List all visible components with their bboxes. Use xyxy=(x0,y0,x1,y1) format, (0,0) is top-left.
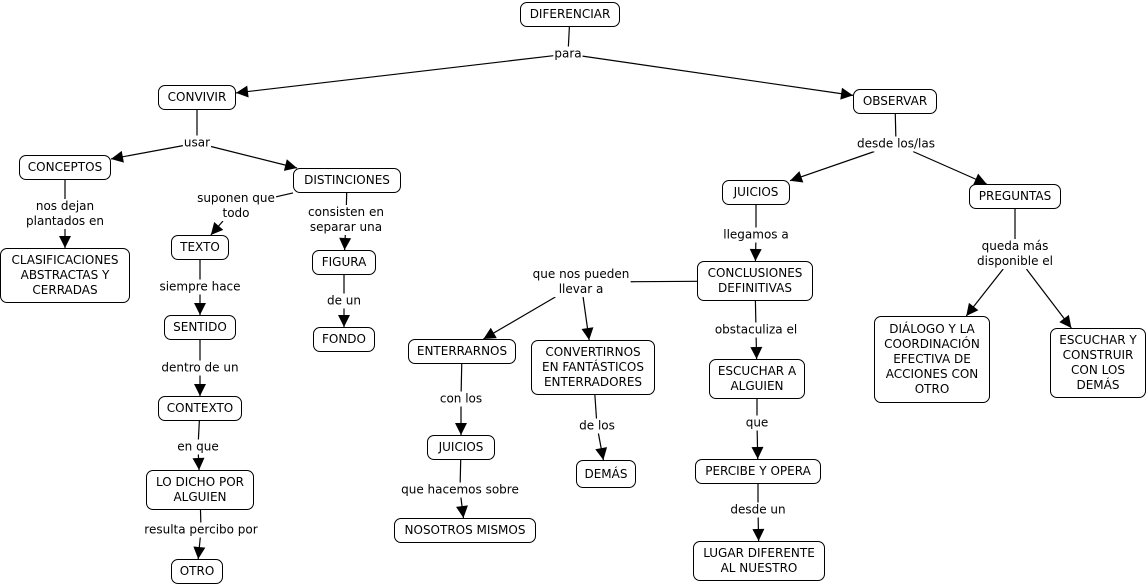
link-queda-mas: queda más disponible el xyxy=(976,239,1054,269)
arrowhead-dentro_de_un-to-contexto xyxy=(194,384,206,396)
connector-desde_los-to-juicios_obs xyxy=(789,150,875,182)
arrowhead-usar-to-distinciones xyxy=(283,159,297,171)
arrowhead-que-to-percibe xyxy=(751,446,764,459)
node-juicios-enterrarnos[interactable]: JUICIOS xyxy=(427,435,495,460)
node-lo-dicho[interactable]: LO DICHO POR ALGUIEN xyxy=(146,470,254,510)
link-nos-dejan: nos dejan plantados en xyxy=(25,199,105,229)
node-observar[interactable]: OBSERVAR xyxy=(853,89,937,114)
node-texto[interactable]: TEXTO xyxy=(171,235,229,260)
arrowhead-que_nos_pueden-to-enterrarnos xyxy=(483,327,497,339)
node-enterrarnos[interactable]: ENTERRARNOS xyxy=(408,339,516,364)
arrowhead-usar-to-conceptos xyxy=(111,150,124,163)
node-demas[interactable]: DEMÁS xyxy=(576,460,636,488)
arrowhead-obstaculiza-to-escuchar_alguien xyxy=(750,346,763,359)
arrowhead-queda_mas-to-escuchar_construir xyxy=(1059,314,1072,328)
connector-enterrarnos-to-con_los xyxy=(460,363,463,392)
node-convertirnos[interactable]: CONVERTIRNOS EN FANTÁSTICOS ENTERRADORES xyxy=(531,340,655,395)
arrowhead-consisten-to-figura xyxy=(339,237,352,250)
link-desde-un: desde un xyxy=(729,502,787,518)
link-en-que: en que xyxy=(176,439,220,455)
link-dentro-de-un: dentro de un xyxy=(160,360,240,376)
connector-contexto-to-en_que xyxy=(197,420,200,440)
connector-para-to-observar xyxy=(582,55,854,96)
connector-usar-to-conceptos xyxy=(110,145,184,160)
arrowhead-llegamos-to-conclusiones xyxy=(749,248,762,261)
node-dialogo[interactable]: DIÁLOGO Y LA COORDINACIÓN EFECTIVA DE AC… xyxy=(874,316,990,403)
link-consisten: consisten en separar una xyxy=(307,205,385,235)
connector-diferenciar-to-para xyxy=(567,26,570,47)
node-distinciones[interactable]: DISTINCIONES xyxy=(293,168,401,193)
link-desde-los: desde los/las xyxy=(856,136,936,152)
arrowhead-desde_un-to-lugar xyxy=(752,528,765,541)
link-obstaculiza: obstaculiza el xyxy=(713,322,799,338)
node-escuchar-y-construir[interactable]: ESCUCHAR Y CONSTRUIR CON LOS DEMÁS xyxy=(1050,328,1146,398)
link-resulta: resulta percibo por xyxy=(143,522,259,538)
arrowhead-en_que-to-lo_dicho xyxy=(192,457,205,470)
arrowhead-queda_mas-to-dialogo xyxy=(966,302,979,316)
node-percibe-y-opera[interactable]: PERCIBE Y OPERA xyxy=(695,459,821,484)
node-otro[interactable]: OTRO xyxy=(171,559,223,584)
node-convivir[interactable]: CONVIVIR xyxy=(158,85,236,110)
arrowhead-desde_los-to-preguntas xyxy=(973,173,987,185)
link-que-hacemos: que hacemos sobre xyxy=(400,482,520,498)
arrowhead-con_los-to-juicios_ent xyxy=(455,423,467,435)
arrowhead-que_nos_pueden-to-convertirnos xyxy=(581,327,594,340)
link-de-un: de un xyxy=(325,293,363,309)
node-clasificaciones[interactable]: CLASIFICACIONES ABSTRACTAS Y CERRADAS xyxy=(0,248,130,303)
node-nosotros-mismos[interactable]: NOSOTROS MISMOS xyxy=(394,518,536,543)
node-contexto[interactable]: CONTEXTO xyxy=(158,396,242,421)
link-para: para xyxy=(553,46,583,62)
arrowhead-para-to-convivir xyxy=(236,85,249,98)
node-preguntas[interactable]: PREGUNTAS xyxy=(969,184,1061,209)
arrowhead-nos_dejan-to-clasificaciones xyxy=(59,236,71,248)
arrowhead-para-to-observar xyxy=(840,87,853,100)
node-escuchar-a-alguien[interactable]: ESCUCHAR A ALGUIEN xyxy=(709,359,805,399)
node-lugar-diferente[interactable]: LUGAR DIFERENTE AL NUESTRO xyxy=(693,541,825,581)
arrowhead-que_hacemos-to-nosotros xyxy=(456,505,468,518)
connector-para-to-convivir xyxy=(235,55,554,94)
link-de-los: de los xyxy=(578,418,616,434)
node-figura[interactable]: FIGURA xyxy=(312,250,376,275)
node-conceptos[interactable]: CONCEPTOS xyxy=(19,155,111,180)
connector-que_nos_pueden-to-enterrarnos xyxy=(483,296,556,340)
arrowhead-desde_los-to-juicios_obs xyxy=(790,171,804,183)
link-que: que xyxy=(744,415,770,431)
connector-desde_los-to-preguntas xyxy=(912,150,987,185)
connector-usar-to-distinciones xyxy=(210,145,298,169)
arrowhead-suponen-to-texto xyxy=(210,222,224,235)
link-llegamos: llegamos a xyxy=(722,227,790,243)
connector-convertirnos-to-de_los xyxy=(594,394,598,419)
connector-queda_mas-to-escuchar_construir xyxy=(1025,268,1072,329)
link-usar: usar xyxy=(182,135,212,151)
connector-juicios_ent-to-que_hacemos xyxy=(459,459,462,483)
connector-observar-to-desde_los xyxy=(894,113,897,137)
node-fondo[interactable]: FONDO xyxy=(313,327,375,352)
connector-distinciones-to-suponen xyxy=(275,192,294,198)
link-siempre-hace: siempre hace xyxy=(158,279,242,295)
link-que-nos-pueden: que nos pueden llevar a xyxy=(531,267,631,297)
arrowhead-siempre_hace-to-sentido xyxy=(194,303,206,315)
node-juicios-observar[interactable]: JUICIOS xyxy=(722,180,790,205)
arrowhead-resulta-to-otro xyxy=(193,546,206,559)
node-conclusiones[interactable]: CONCLUSIONES DEFINITIVAS xyxy=(697,261,813,301)
link-suponen: suponen que todo xyxy=(196,191,276,221)
arrowhead-de_los-to-demas xyxy=(595,447,608,460)
node-sentido[interactable]: SENTIDO xyxy=(164,315,236,340)
node-diferenciar[interactable]: DIFERENCIAR xyxy=(520,2,620,27)
arrowhead-de_un-to-fondo xyxy=(338,315,350,327)
link-con-los: con los xyxy=(438,391,484,407)
